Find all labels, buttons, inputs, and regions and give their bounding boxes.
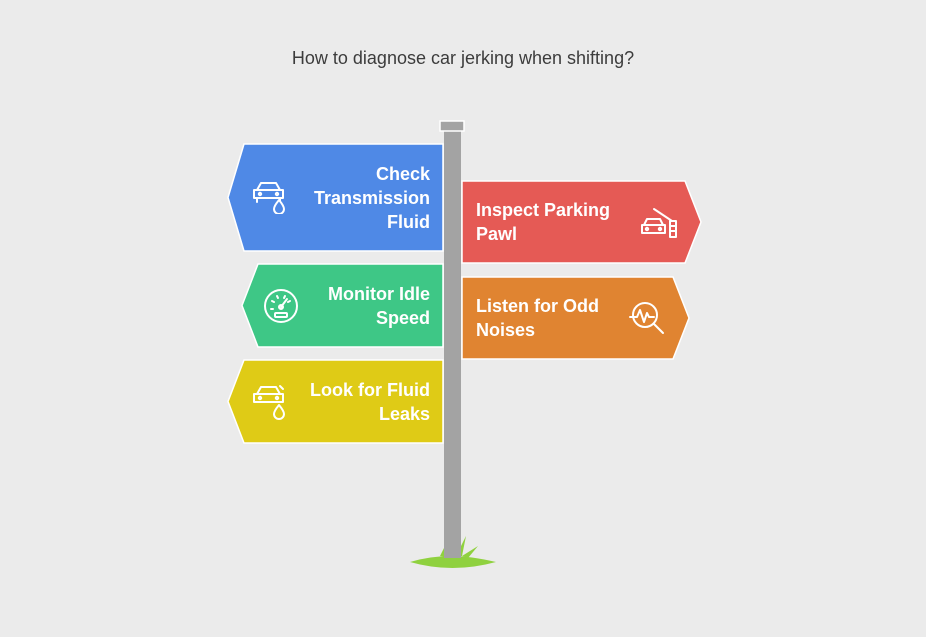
sign-fluid-leaks-line1: Look for Fluid xyxy=(310,380,430,400)
sign-check-fluid-line1: Check xyxy=(375,164,430,184)
sign-fluid-leaks-line2: Leaks xyxy=(378,404,430,424)
sign-idle-speed-line2: Speed xyxy=(375,308,430,328)
sign-board-idle-speed xyxy=(241,263,444,348)
sign-parking-pawl-line1: Inspect Parking xyxy=(476,200,611,220)
signpost-pole xyxy=(444,128,461,558)
diagram-title: How to diagnose car jerking when shiftin… xyxy=(291,48,635,68)
speedometer-icon xyxy=(264,289,298,323)
sign-board-odd-noises xyxy=(461,276,690,360)
sign-odd-noises: Listen for Odd Noises xyxy=(476,294,636,342)
car-barrier-icon xyxy=(641,208,677,238)
pole-cap xyxy=(439,120,465,132)
sign-odd-noises-line2: Noises xyxy=(476,320,536,340)
sign-parking-pawl: Inspect Parking Pawl xyxy=(476,198,636,246)
sign-check-fluid-line3: Fluid xyxy=(387,212,430,232)
car-fluid-icon xyxy=(253,182,285,214)
sign-check-fluid: Check Transmission Fluid xyxy=(290,162,430,234)
sign-board-parking-pawl xyxy=(461,180,702,264)
sign-idle-speed: Monitor Idle Speed xyxy=(300,282,430,330)
sound-magnifier-icon xyxy=(629,302,664,334)
sign-fluid-leaks: Look for Fluid Leaks xyxy=(290,378,430,426)
sign-parking-pawl-line2: Pawl xyxy=(476,224,518,244)
sign-odd-noises-line1: Listen for Odd xyxy=(476,296,599,316)
sign-idle-speed-line1: Monitor Idle xyxy=(328,284,430,304)
sign-board-fluid-leaks xyxy=(227,359,444,444)
sign-check-fluid-line2: Transmission xyxy=(313,188,430,208)
car-leak-icon xyxy=(253,385,285,420)
sign-board-check-fluid xyxy=(227,143,444,252)
